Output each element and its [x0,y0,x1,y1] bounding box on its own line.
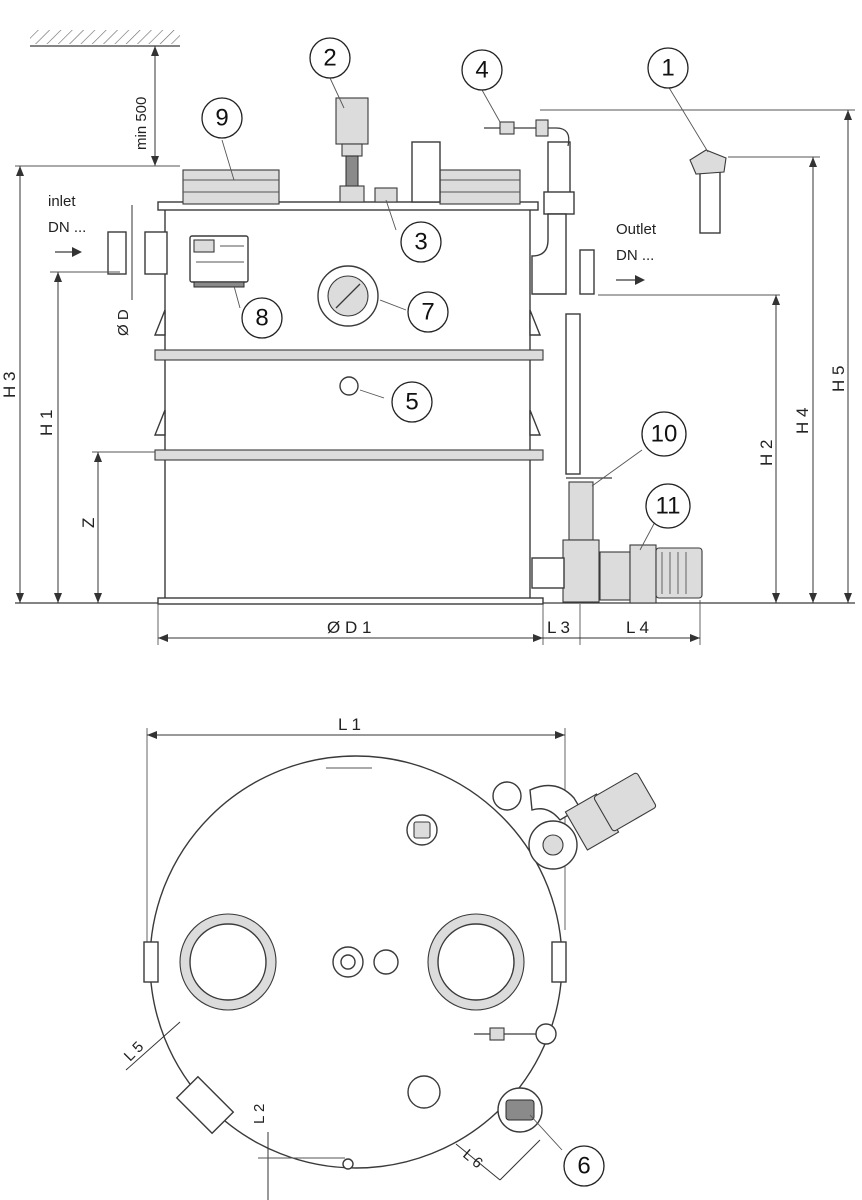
inlet-label: inlet [48,193,76,210]
probe-1-head [689,149,727,175]
z-label: Z [79,518,98,528]
l5-label: L 5 [121,1038,147,1064]
plan-pump-motor [593,772,657,832]
lug-left-1 [153,309,166,336]
actuator-base [339,185,365,203]
l1-label: L 1 [338,715,361,734]
actuator-neck [341,143,363,157]
pump-flange [629,544,657,604]
l4-label: L 4 [626,618,649,637]
callout-8: 8 [241,297,283,339]
callout-5: 5 [391,381,433,423]
outlet-arrow-head [635,275,645,285]
callout-3: 3 [400,221,442,263]
l6-dim [455,1143,501,1181]
plan-lower-port [407,1075,441,1109]
svg-text:8: 8 [255,305,268,332]
h5-label: H 5 [829,366,848,392]
svg-text:5: 5 [405,389,418,416]
callout-9: 9 [201,97,243,139]
discharge-elbow [531,213,567,295]
probe-1-body [699,164,721,234]
plan-nozzle-left [143,941,159,983]
svg-text:7: 7 [421,299,434,326]
svg-text:10: 10 [651,421,678,448]
discharge-pipe-vertical [547,141,571,195]
actuator-body [335,97,369,145]
l5-dim [125,1021,181,1071]
plan-manhole-left-inner [189,923,267,1001]
plan-pipe-eye [492,781,522,811]
h2-label: H 2 [757,440,776,466]
h3-label: H 3 [0,372,19,398]
outlet-flange [579,249,595,295]
side-view: min 500 Ø D inlet [0,30,855,645]
top-fitting-3 [374,187,398,203]
inlet-flange [107,231,127,275]
h1-label: H 1 [37,410,56,436]
lug-left-2 [153,409,166,436]
callout-4: 4 [461,49,503,91]
control-glands [193,281,245,288]
inlet-dn-label: DN ... [48,219,86,236]
inlet-nozzle [144,231,168,275]
svg-text:2: 2 [323,45,336,72]
callouts: 1 2 3 4 5 6 7 8 9 10 11 [201,37,709,1187]
callout-6: 6 [563,1145,605,1187]
plan-lug-l5 [175,1075,235,1135]
l3-label: L 3 [547,618,570,637]
riser-pipe [565,313,581,475]
flange-ring-upper [154,349,544,361]
min500-arrow-bottom [151,156,159,166]
outlet-label: Outlet [616,221,657,238]
svg-text:4: 4 [475,57,488,84]
valve-4-bend [555,127,570,147]
svg-text:1: 1 [661,55,674,82]
vent-block [411,141,441,203]
svg-text:3: 3 [414,229,427,256]
outlet-dn-label: DN ... [616,247,654,264]
min500-label: min 500 [133,97,150,150]
actuator-shaft [345,155,359,187]
plan-manhole-right-inner [437,923,515,1001]
inlet-arrow-head [72,247,82,257]
svg-text:9: 9 [215,105,228,132]
plan-center-port [373,949,399,975]
min500-arrow-top [151,46,159,56]
callout-10: 10 [641,411,687,457]
valve-4-coupling [535,119,549,137]
lug-right-1 [529,309,542,336]
lug-right-2 [529,409,542,436]
discharge-fitting [543,191,575,215]
manhole-cover-right [439,169,521,205]
valve-4-body [499,121,515,135]
port-5 [339,376,359,396]
pump-casing [599,551,631,601]
callout-7: 7 [407,291,449,333]
callout-2: 2 [309,37,351,79]
svg-text:6: 6 [577,1153,590,1180]
control-display [193,239,215,253]
callout-11: 11 [645,483,691,529]
ceiling-hatch [30,30,180,44]
flange-ring-lower [154,449,544,461]
l2-label: L 2 [251,1104,268,1124]
h4-label: H 4 [793,408,812,434]
tank-bottom-flange [157,597,544,605]
plan-nozzle-right [551,941,567,983]
pump-motor [655,547,703,599]
dia-d-label: Ø D [115,309,132,336]
gate-valve-body [562,539,600,603]
d1-label: Ø D 1 [327,618,371,637]
pump-suction-nozzle [531,557,565,589]
callout-1: 1 [647,47,689,89]
top-view: L 1 [121,715,657,1200]
manhole-cover-left [182,169,280,205]
gate-valve-stem [568,481,594,541]
svg-text:11: 11 [656,493,681,520]
